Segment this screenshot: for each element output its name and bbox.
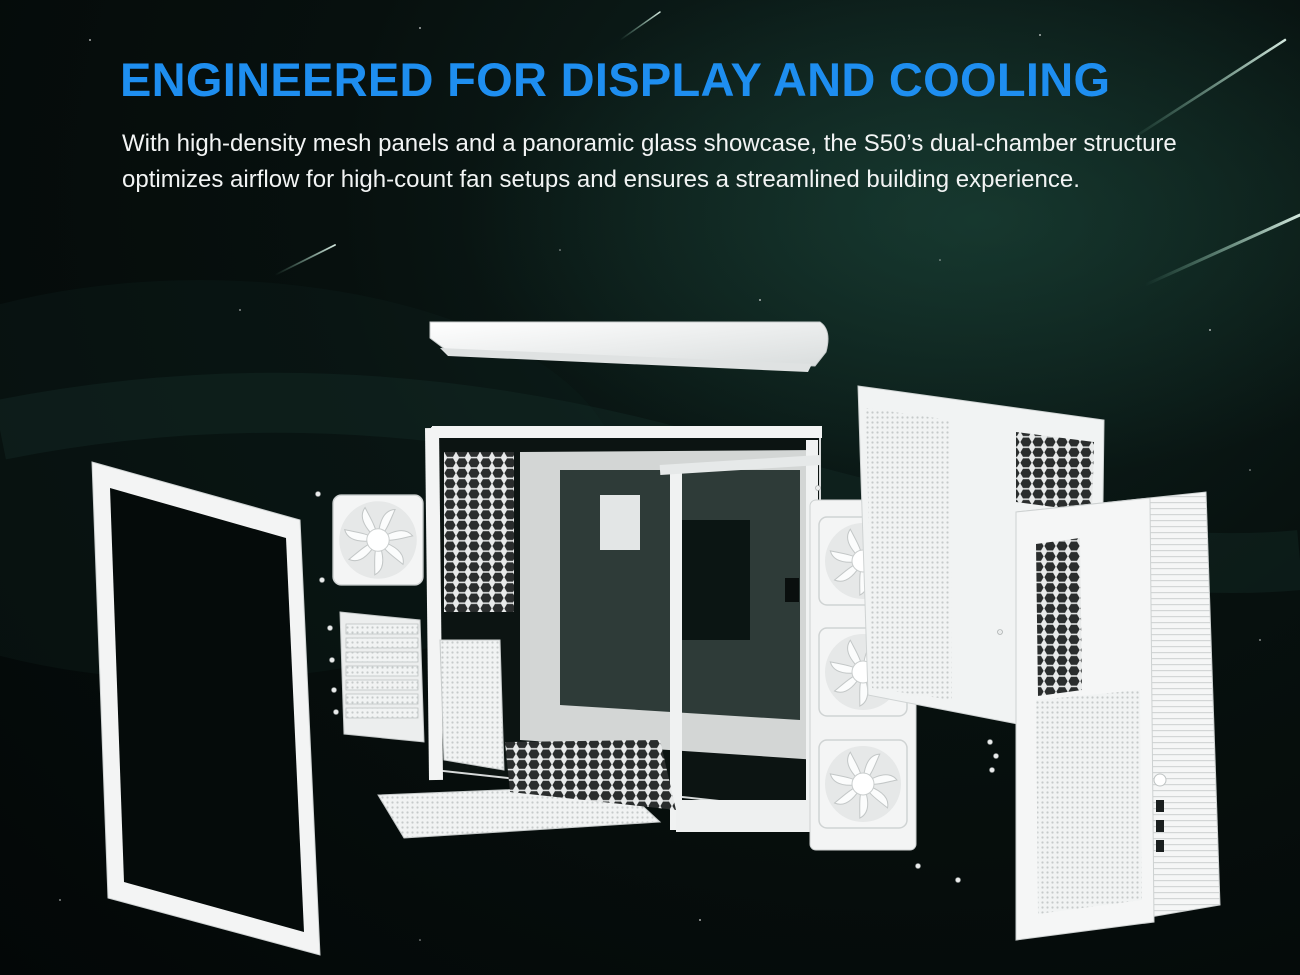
pcie-slot-covers-icon — [339, 611, 425, 743]
screws-icon — [315, 485, 1003, 883]
top-panel-icon — [429, 321, 829, 372]
glass-side-panel-icon — [91, 461, 321, 956]
light-streaks — [274, 11, 1300, 287]
headline: ENGINEERED FOR DISPLAY AND COOLING — [120, 53, 1111, 106]
front-panel-icon — [1015, 491, 1221, 941]
description-text: With high-density mesh panels and a pano… — [122, 130, 1177, 193]
chassis-frame-icon — [425, 426, 822, 832]
rear-fan-icon — [332, 494, 424, 586]
